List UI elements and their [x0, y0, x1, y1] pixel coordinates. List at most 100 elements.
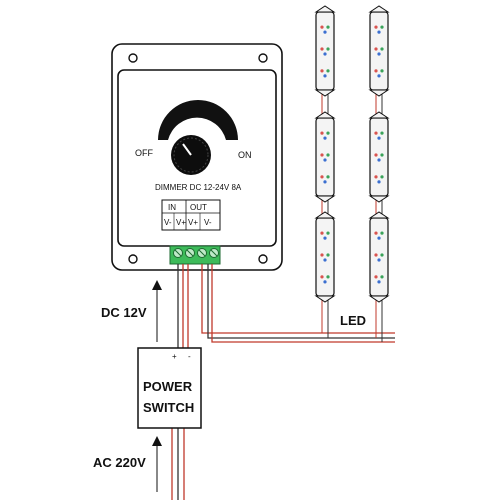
dimmer-knob-indicator	[182, 143, 192, 156]
arrow-up-ac	[152, 436, 162, 446]
ac-input-label: AC 220V	[93, 455, 146, 470]
led-segment-cap-bottom	[368, 89, 390, 97]
led-dot-blue	[323, 236, 327, 240]
wire-output-negative	[207, 264, 395, 339]
led-segment-cap-top	[368, 111, 390, 119]
led-dot-green	[326, 275, 330, 279]
led-dot-blue	[323, 258, 327, 262]
led-dot-red	[320, 25, 324, 29]
led-dot-blue	[377, 52, 381, 56]
led-dot-red	[374, 275, 378, 279]
mount-hole-top-right	[258, 53, 268, 63]
off-label: OFF	[135, 148, 153, 158]
led-dot-red	[320, 69, 324, 73]
led-dot-green	[380, 253, 384, 257]
led-dot-blue	[323, 52, 327, 56]
led-dot-red	[374, 69, 378, 73]
led-dot-blue	[323, 30, 327, 34]
led-dot-blue	[377, 236, 381, 240]
terminal-label-2: V+	[176, 218, 186, 227]
led-dot-green	[380, 69, 384, 73]
led-dot-green	[380, 131, 384, 135]
led-dot-blue	[377, 74, 381, 78]
terminal-block	[169, 245, 221, 265]
in-header: IN	[168, 203, 176, 212]
wire-output-negative-red	[211, 264, 395, 343]
terminal-label-1: V-	[164, 218, 172, 227]
led-dot-red	[374, 47, 378, 51]
led-dot-green	[326, 253, 330, 257]
out-header: OUT	[190, 203, 207, 212]
led-dot-red	[374, 231, 378, 235]
mount-hole-bottom-left	[128, 254, 138, 264]
led-segment-cap-bottom	[314, 295, 336, 303]
led-dot-green	[380, 25, 384, 29]
led-segment-cap-top	[314, 211, 336, 219]
led-segment-cap-bottom	[368, 295, 390, 303]
led-strips	[314, 5, 390, 342]
led-segment-cap-top	[368, 211, 390, 219]
led-dot-green	[326, 231, 330, 235]
led-dot-red	[320, 275, 324, 279]
dimmer-model-text: DIMMER DC 12-24V 8A	[155, 183, 242, 192]
led-dot-blue	[323, 74, 327, 78]
power-switch: + - POWER SWITCH	[137, 347, 202, 429]
dc-input-label: DC 12V	[101, 305, 147, 320]
led-dot-red	[320, 231, 324, 235]
power-switch-box	[137, 347, 202, 429]
led-dot-blue	[377, 30, 381, 34]
led-segment-cap-top	[314, 111, 336, 119]
led-dot-blue	[323, 180, 327, 184]
terminal-label-3: V+	[188, 218, 198, 227]
led-segment	[315, 117, 335, 197]
led-dot-blue	[323, 158, 327, 162]
led-dot-green	[380, 47, 384, 51]
mount-hole-top-left	[128, 53, 138, 63]
led-dot-green	[326, 69, 330, 73]
led-dot-red	[320, 153, 324, 157]
led-segment	[369, 217, 389, 297]
power-switch-plus: +	[172, 352, 177, 361]
led-dot-red	[320, 47, 324, 51]
led-dot-blue	[323, 280, 327, 284]
led-dot-red	[320, 175, 324, 179]
led-segment-cap-top	[314, 5, 336, 13]
mount-hole-bottom-right	[258, 254, 268, 264]
led-segment-cap-bottom	[314, 89, 336, 97]
led-dot-red	[374, 131, 378, 135]
led-dot-green	[380, 231, 384, 235]
wires	[171, 264, 395, 500]
led-segment	[369, 11, 389, 91]
on-label: ON	[238, 150, 252, 160]
led-dot-red	[374, 153, 378, 157]
power-switch-line2: SWITCH	[143, 400, 194, 415]
power-switch-minus: -	[188, 352, 191, 361]
led-dot-blue	[377, 158, 381, 162]
dimmer-level-arc	[158, 100, 238, 140]
led-dot-red	[374, 253, 378, 257]
led-dot-blue	[377, 136, 381, 140]
led-segment	[315, 11, 335, 91]
led-dot-green	[380, 175, 384, 179]
arrow-up-dc	[152, 280, 162, 290]
terminal-label-block: IN OUT V- V+ V+ V-	[161, 199, 221, 231]
led-segment	[315, 217, 335, 297]
wire-output-positive	[201, 264, 395, 334]
led-dot-blue	[377, 280, 381, 284]
led-dot-red	[320, 131, 324, 135]
led-dot-green	[380, 275, 384, 279]
led-dot-red	[374, 175, 378, 179]
led-dot-green	[326, 153, 330, 157]
flow-arrows	[152, 280, 162, 492]
led-segment-cap-top	[368, 5, 390, 13]
led-dot-green	[326, 47, 330, 51]
led-segment	[369, 117, 389, 197]
dimmer-knob-ring	[173, 137, 209, 173]
led-dot-green	[380, 153, 384, 157]
led-dot-green	[326, 25, 330, 29]
dimmer-unit: OFF ON DIMMER DC 12-24V 8A IN OUT V- V+ …	[111, 43, 283, 271]
led-segment-cap-bottom	[314, 195, 336, 203]
led-dot-blue	[323, 136, 327, 140]
led-label: LED	[340, 313, 366, 328]
